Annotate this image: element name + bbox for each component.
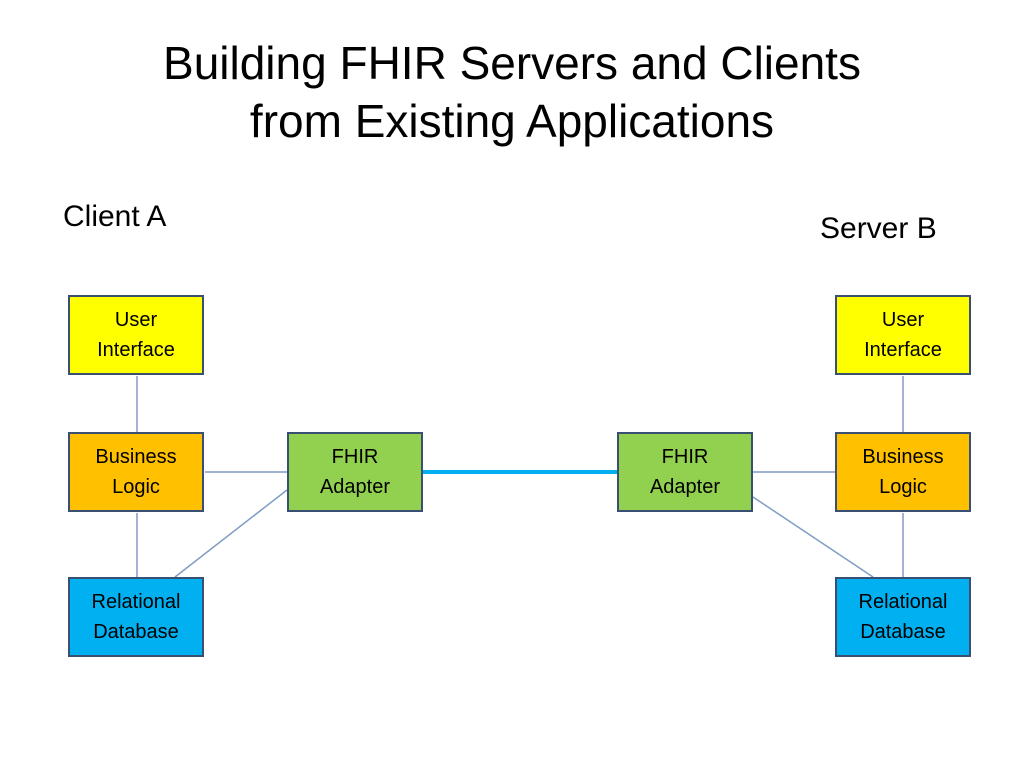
- server-relational-database-box: Relational Database: [835, 577, 971, 657]
- box-label-line: Logic: [112, 476, 160, 498]
- slide-title: Building FHIR Servers and Clients from E…: [0, 34, 1024, 150]
- server-user-interface-box: User Interface: [835, 295, 971, 375]
- box-label-line: Business: [95, 446, 177, 468]
- title-line-2: from Existing Applications: [249, 95, 775, 147]
- client-business-logic-box: Business Logic: [68, 432, 204, 512]
- box-label-line: FHIR: [331, 446, 379, 468]
- box-label-line: Business: [862, 446, 944, 468]
- box-label-line: User: [114, 309, 158, 331]
- server-b-label: Server B: [820, 212, 937, 245]
- client-relational-database-box: Relational Database: [68, 577, 204, 657]
- server-fhir-adapter-box: FHIR Adapter: [617, 432, 753, 512]
- box-label-line: Logic: [879, 476, 927, 498]
- server-business-logic-box: Business Logic: [835, 432, 971, 512]
- client-fhir-adapter-box: FHIR Adapter: [287, 432, 423, 512]
- client-user-interface-box: User Interface: [68, 295, 204, 375]
- client-db-to-adapter-link: [174, 489, 288, 578]
- box-label-line: Relational: [91, 591, 181, 613]
- box-label-line: Adapter: [319, 476, 391, 498]
- box-label-line: User: [881, 309, 925, 331]
- server-adapter-to-db-link: [752, 496, 874, 578]
- box-label-line: Relational: [858, 591, 948, 613]
- box-label-line: Adapter: [649, 476, 721, 498]
- title-line-1: Building FHIR Servers and Clients: [163, 37, 861, 89]
- box-label-line: Database: [860, 621, 946, 643]
- client-a-label: Client A: [63, 200, 167, 233]
- box-label-line: Database: [93, 621, 179, 643]
- box-label-line: Interface: [97, 339, 175, 361]
- box-label-line: FHIR: [661, 446, 709, 468]
- box-label-line: Interface: [864, 339, 942, 361]
